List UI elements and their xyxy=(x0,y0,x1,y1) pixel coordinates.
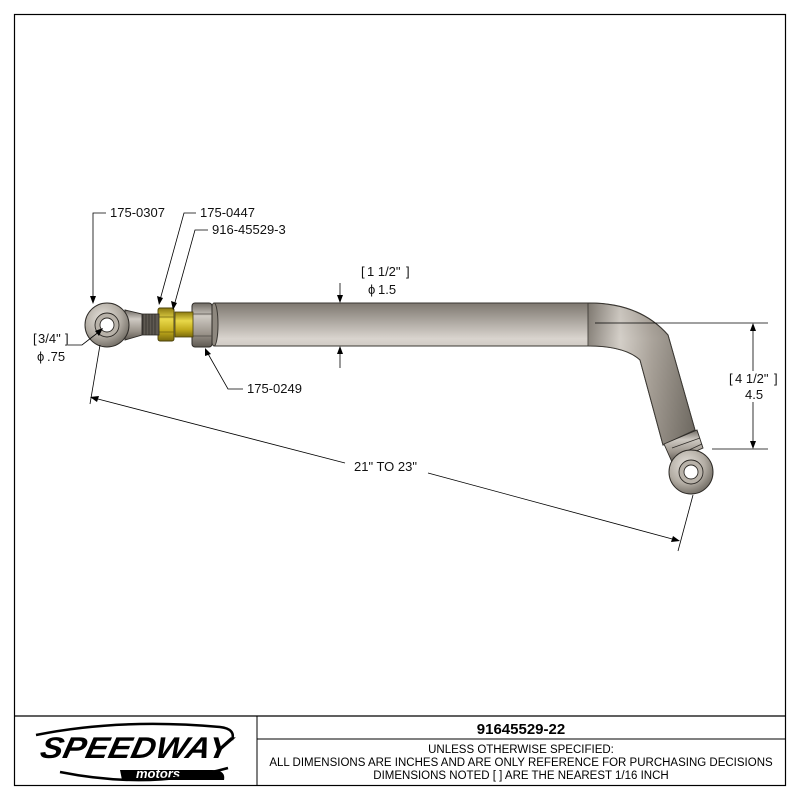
tube-dia-symbol: ϕ xyxy=(368,282,375,297)
note-line-1: UNLESS OTHERWISE SPECIFIED: xyxy=(428,744,614,756)
logo-word: SPEEDWAY xyxy=(37,732,237,765)
callout-threaded-insert: 916-45529-3 xyxy=(212,222,286,237)
threaded-shank xyxy=(139,313,160,336)
svg-text:[: [ xyxy=(33,331,37,346)
sheet-border xyxy=(13,13,787,787)
svg-text:]: ] xyxy=(774,371,778,386)
callout-rod-end-left: 175-0307 xyxy=(110,205,165,220)
svg-text:[: [ xyxy=(729,371,733,386)
svg-text:]: ] xyxy=(65,331,69,346)
part-number: 91645529-22 xyxy=(477,721,565,738)
eye-dia-decimal: .75 xyxy=(47,349,65,364)
rod-end-left xyxy=(84,302,143,348)
jam-nut-large xyxy=(191,302,213,348)
tube-dia-fraction: 1 1/2" xyxy=(367,264,401,279)
note-line-3: DIMENSIONS NOTED [ ] ARE THE NEAREST 1/1… xyxy=(373,770,668,782)
offset-fraction: 4 1/2" xyxy=(735,371,769,386)
jam-nut-small xyxy=(157,307,175,342)
dimension-lines xyxy=(68,283,768,552)
speedway-logo: SPEEDWAY motors xyxy=(35,722,237,782)
eye-dia-fraction: 3/4" xyxy=(38,331,61,346)
title-block: SPEEDWAY motors 91645529-22 UNLESS OTHER… xyxy=(14,715,786,786)
overall-length: 21" TO 23" xyxy=(354,459,417,474)
eye-diameter-dimension: [ 3/4" ] ϕ .75 xyxy=(33,331,69,364)
svg-text:[: [ xyxy=(361,264,365,279)
note-line-2: ALL DIMENSIONS ARE INCHES AND ARE ONLY R… xyxy=(269,757,773,769)
logo-sub: motors xyxy=(136,766,180,781)
svg-text:]: ] xyxy=(406,264,410,279)
callout-leaders xyxy=(90,212,243,390)
callout-jam-nut-large: 175-0249 xyxy=(247,381,302,396)
tube-diameter-dimension: [ 1 1/2" ] ϕ 1.5 xyxy=(361,264,410,297)
tube-dia-decimal: 1.5 xyxy=(378,282,396,297)
callout-jam-nut-small: 175-0447 xyxy=(200,205,255,220)
tube-bend xyxy=(587,302,696,446)
rod-end-right xyxy=(663,429,714,495)
offset-dimension: [ 4 1/2" ] 4.5 xyxy=(729,371,778,402)
eye-dia-symbol: ϕ xyxy=(37,349,44,364)
threaded-insert xyxy=(174,311,194,338)
link-assembly xyxy=(84,302,714,495)
offset-decimal: 4.5 xyxy=(745,387,763,402)
